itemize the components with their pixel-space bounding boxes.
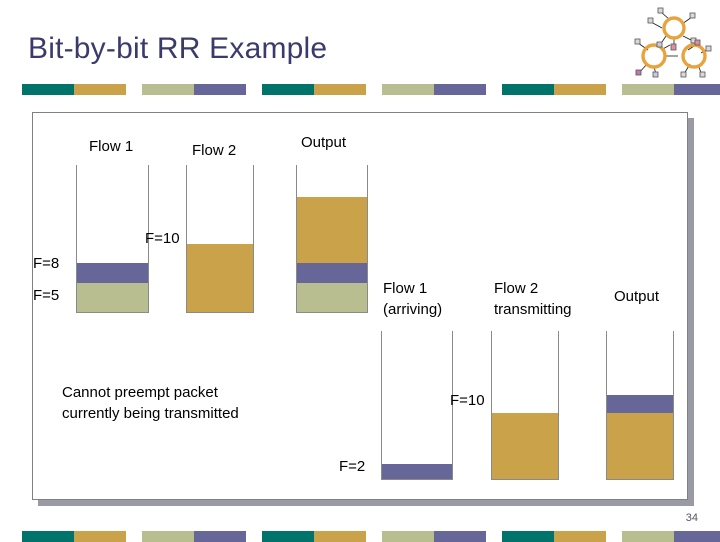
marker-f10-bottom: F=10 [450, 392, 485, 409]
page-number: 34 [685, 512, 698, 524]
marker-f10-top: F=10 [145, 230, 180, 247]
gauge-label-flow-1-arriving: Flow 1 (arriving) [383, 280, 443, 318]
gauge-label-flow-1: Flow 1 [89, 138, 134, 155]
page-title: Bit-by-bit RR Example [28, 32, 328, 65]
gauge-segment-sage-packet [297, 283, 367, 312]
gauge-segment-sage-packet [77, 283, 148, 312]
gauge-segment-gold-packet [187, 244, 253, 312]
gauge-segment-purple-packet [77, 263, 148, 283]
gauge-flow-2 [186, 165, 254, 313]
decorative-rule-bottom [22, 531, 720, 542]
network-nodes-logo [626, 6, 714, 82]
gauge-output [296, 165, 368, 313]
gauge-segment-gold-packet [297, 197, 367, 263]
preempt-note: Cannot preempt packet currently being tr… [62, 384, 239, 422]
gauge-segment-purple-packet [297, 263, 367, 283]
gauge-output-2 [606, 331, 674, 480]
marker-f2: F=2 [339, 458, 366, 475]
gauge-segment-purple-packet [607, 395, 673, 413]
gauge-segment-purple-packet [382, 464, 452, 479]
gauge-label-output: Output [301, 134, 347, 151]
gauge-flow-1 [76, 165, 149, 313]
gauge-label-output-2: Output [614, 288, 660, 305]
decorative-rule-top [22, 84, 720, 95]
marker-f5: F=5 [33, 287, 60, 304]
gauge-flow-2-transmitting [491, 331, 559, 480]
gauge-label-flow-2-transmitting: Flow 2 transmitting [494, 280, 572, 318]
marker-f8: F=8 [33, 255, 60, 272]
gauge-label-flow-2: Flow 2 [192, 142, 237, 159]
gauge-flow-1-arriving [381, 331, 453, 480]
gauge-segment-gold-packet [607, 413, 673, 479]
gauge-segment-gold-packet [492, 413, 558, 479]
